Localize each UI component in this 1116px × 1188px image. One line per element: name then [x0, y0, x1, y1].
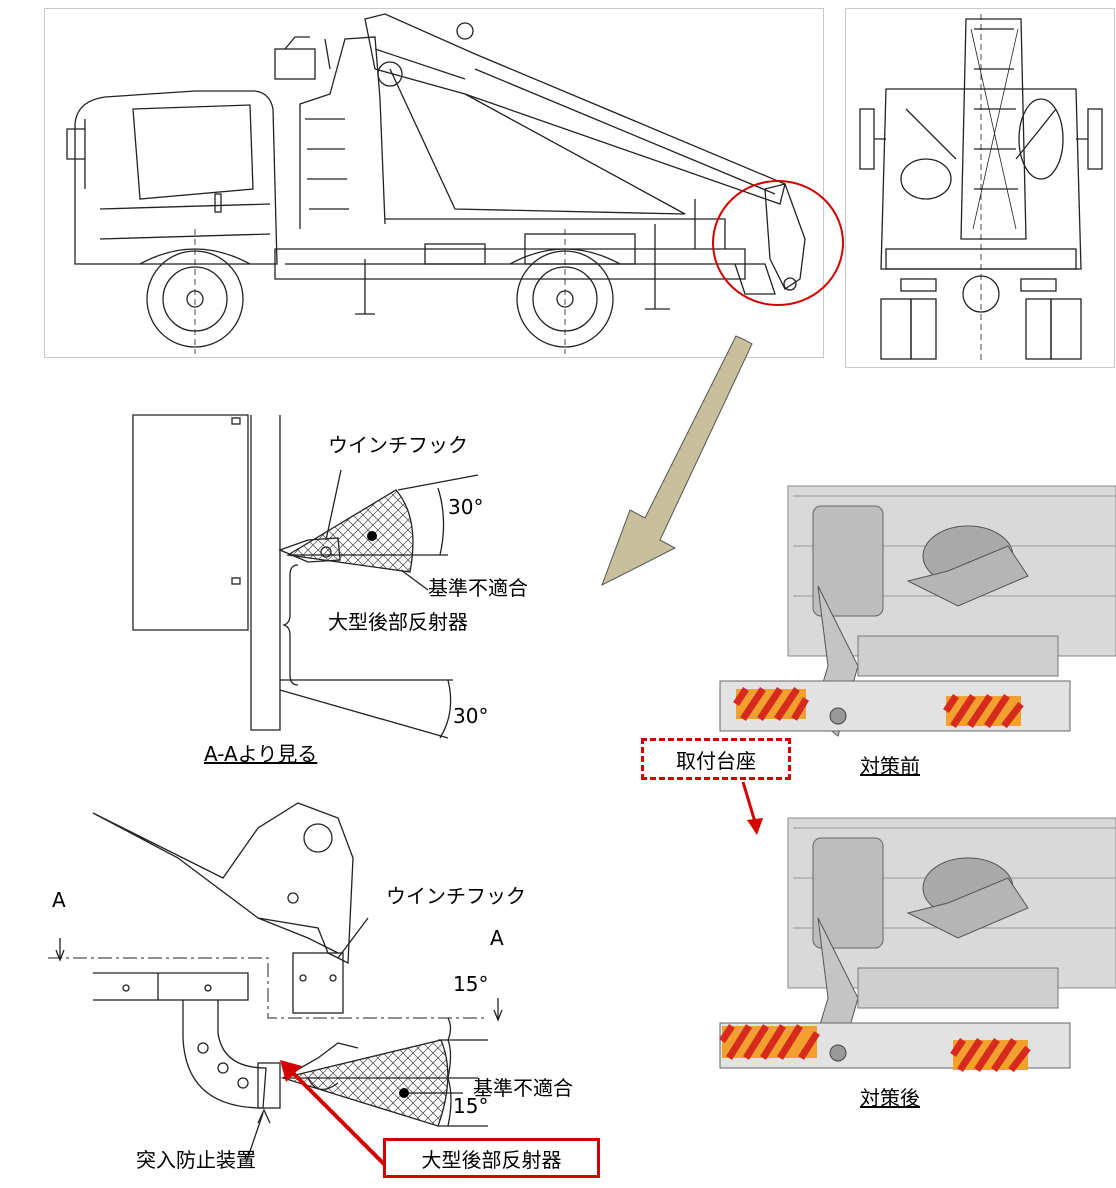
plan-detail-drawing [48, 802, 503, 1164]
aa-view-drawing [132, 414, 479, 739]
after-caption: 対策後 [860, 1086, 920, 1110]
truck-side-view-drawing [66, 13, 806, 354]
before-photo-panel: 対策前 [708, 485, 1116, 786]
noncompliant-label: 基準不適合 [428, 576, 528, 600]
red-callout-arrow [280, 1060, 392, 1172]
before-render [708, 485, 1116, 766]
after-photo-panel: 対策後 [708, 817, 1116, 1118]
angle-upper-label: 30° [448, 495, 484, 519]
winch-hook-label-lower: ウインチフック [386, 884, 526, 908]
noncompliant-dot-lower [399, 1088, 409, 1098]
angle-lower-label-lower: 15° [453, 1094, 489, 1118]
mount-base-arrow [741, 781, 763, 835]
large-rear-reflector-label: 大型後部反射器 [328, 610, 468, 634]
direction-arrow [601, 335, 753, 587]
noncompliant-label-lower: 基準不適合 [473, 1076, 573, 1100]
reflector-callout-box: 大型後部反射器 [383, 1138, 600, 1178]
view-caption: A-Aより見る [204, 742, 318, 766]
aa-view-detail-panel: ウインチフック 30° 基準不適合 大型後部反射器 30° A-Aより見る [8, 390, 528, 766]
before-caption: 対策前 [860, 754, 920, 778]
truck-rear-view-drawing [859, 14, 1103, 364]
mount-base-callout-box: 取付台座 [641, 738, 791, 780]
truck-side-view-panel [44, 8, 844, 358]
section-mark-right: A [490, 926, 504, 950]
underrun-device-label: 突入防止装置 [136, 1148, 256, 1172]
plan-detail-panel: A A ウインチフック 15° 基準不適合 15° [8, 778, 573, 1164]
highlight-circle [712, 180, 844, 306]
section-mark-left: A [52, 888, 66, 912]
angle-upper-label-lower: 15° [453, 972, 489, 996]
truck-rear-view-panel [845, 8, 1115, 368]
after-render [708, 817, 1116, 1098]
angle-lower-label: 30° [453, 704, 489, 728]
reflector-callout-label: 大型後部反射器 [421, 1147, 562, 1172]
winch-hook-label: ウインチフック [328, 433, 468, 457]
mount-base-callout-label: 取付台座 [676, 748, 756, 773]
noncompliant-dot-upper [367, 531, 377, 541]
